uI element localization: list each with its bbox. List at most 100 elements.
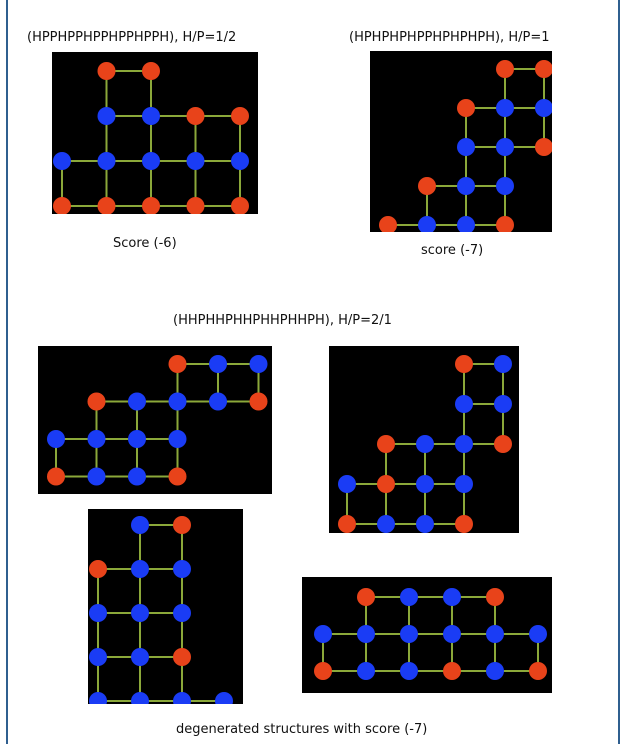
residue-p-node xyxy=(338,475,356,493)
structure-panel-2 xyxy=(370,51,552,232)
bond-group xyxy=(61,70,241,207)
residue-p-node xyxy=(455,435,473,453)
residue-p-node xyxy=(87,467,106,486)
residue-h-node xyxy=(379,216,397,232)
residue-p-node xyxy=(209,355,227,373)
residue-p-node xyxy=(97,152,116,170)
residue-p-node xyxy=(173,692,191,704)
residue-h-node xyxy=(53,197,71,214)
residue-p-node xyxy=(142,152,160,170)
residue-p-node xyxy=(400,588,418,606)
residue-p-node xyxy=(168,430,187,448)
residue-p-node xyxy=(97,107,116,125)
residue-h-node xyxy=(496,216,514,232)
residue-p-node xyxy=(128,430,146,448)
residue-p-node xyxy=(494,355,512,373)
residue-p-node xyxy=(215,692,233,704)
residue-h-node xyxy=(496,60,514,78)
residue-p-node xyxy=(131,516,149,534)
residue-p-node xyxy=(142,107,160,125)
residue-h-node xyxy=(186,107,205,125)
bond-group xyxy=(55,363,260,478)
residue-h-node xyxy=(97,62,116,80)
residue-p-node xyxy=(400,662,418,680)
sequence-label-1: (HPPHPPHPPHPPHPPH), H/P=1/2 xyxy=(27,30,237,45)
residue-h-node xyxy=(186,197,205,214)
sequence-label-2: (HPHPHPHPPHPHPHPH), H/P=1 xyxy=(349,30,550,45)
residue-h-node xyxy=(173,648,191,666)
residue-p-node xyxy=(457,216,475,232)
residue-p-node xyxy=(457,177,475,195)
residue-p-node xyxy=(209,392,227,411)
residue-p-node xyxy=(416,475,434,493)
structure-panel-1 xyxy=(52,52,258,214)
residue-h-node xyxy=(443,662,461,680)
residue-p-node xyxy=(131,560,149,578)
residue-p-node xyxy=(128,467,146,486)
residue-p-node xyxy=(131,648,149,666)
residue-p-node xyxy=(457,138,475,156)
structure-panel-6 xyxy=(302,577,552,693)
residue-h-node xyxy=(494,435,512,453)
residue-p-node xyxy=(89,692,107,704)
residue-p-node xyxy=(186,152,205,170)
residue-p-node xyxy=(168,392,187,411)
residue-h-node xyxy=(47,467,65,486)
bond-group xyxy=(97,524,225,704)
residue-p-node xyxy=(496,99,514,117)
residue-h-node xyxy=(529,662,547,680)
residue-h-node xyxy=(249,392,268,411)
structure-panel-4 xyxy=(329,346,519,533)
structure-svg-3 xyxy=(47,355,268,486)
structure-svg-1 xyxy=(53,62,249,214)
residue-p-node xyxy=(47,430,65,448)
residue-p-node xyxy=(455,475,473,493)
residue-h-node xyxy=(357,588,375,606)
residue-h-node xyxy=(377,475,395,493)
residue-p-node xyxy=(494,395,512,413)
structure-svg-6 xyxy=(314,588,547,680)
figure-frame xyxy=(6,0,620,744)
caption-label: degenerated structures with score (-7) xyxy=(176,722,428,737)
residue-p-node xyxy=(535,99,552,117)
residue-p-node xyxy=(416,515,434,533)
residue-h-node xyxy=(535,138,552,156)
residue-p-node xyxy=(87,430,106,448)
residue-p-node xyxy=(400,625,418,643)
residue-p-node xyxy=(173,560,191,578)
residue-p-node xyxy=(131,604,149,622)
residue-p-node xyxy=(455,395,473,413)
residue-p-node xyxy=(249,355,268,373)
residue-h-node xyxy=(377,435,395,453)
residue-p-node xyxy=(131,692,149,704)
residue-p-node xyxy=(496,138,514,156)
structure-svg-2 xyxy=(379,60,552,232)
residue-p-node xyxy=(89,604,107,622)
residue-p-node xyxy=(357,662,375,680)
residue-h-node xyxy=(457,99,475,117)
residue-p-node xyxy=(53,152,71,170)
residue-h-node xyxy=(87,392,106,411)
residue-p-node xyxy=(443,625,461,643)
residue-h-node xyxy=(486,588,504,606)
residue-h-node xyxy=(535,60,552,78)
residue-p-node xyxy=(173,604,191,622)
residue-p-node xyxy=(377,515,395,533)
residue-h-node xyxy=(455,515,473,533)
residue-h-node xyxy=(231,107,249,125)
residue-p-node xyxy=(231,152,249,170)
residue-h-node xyxy=(231,197,249,214)
residue-p-node xyxy=(443,588,461,606)
sequence-label-3: (HHPHHPHHPHHPHHPH), H/P=2/1 xyxy=(173,313,392,328)
residue-h-node xyxy=(338,515,356,533)
residue-h-node xyxy=(142,197,160,214)
structure-svg-5 xyxy=(89,516,233,704)
structure-panel-3 xyxy=(38,346,272,494)
residue-p-node xyxy=(357,625,375,643)
score-label-2: score (-7) xyxy=(421,243,484,258)
residue-p-node xyxy=(486,662,504,680)
residue-p-node xyxy=(128,392,146,411)
residue-h-node xyxy=(142,62,160,80)
residue-h-node xyxy=(168,467,187,486)
residue-h-node xyxy=(418,177,436,195)
